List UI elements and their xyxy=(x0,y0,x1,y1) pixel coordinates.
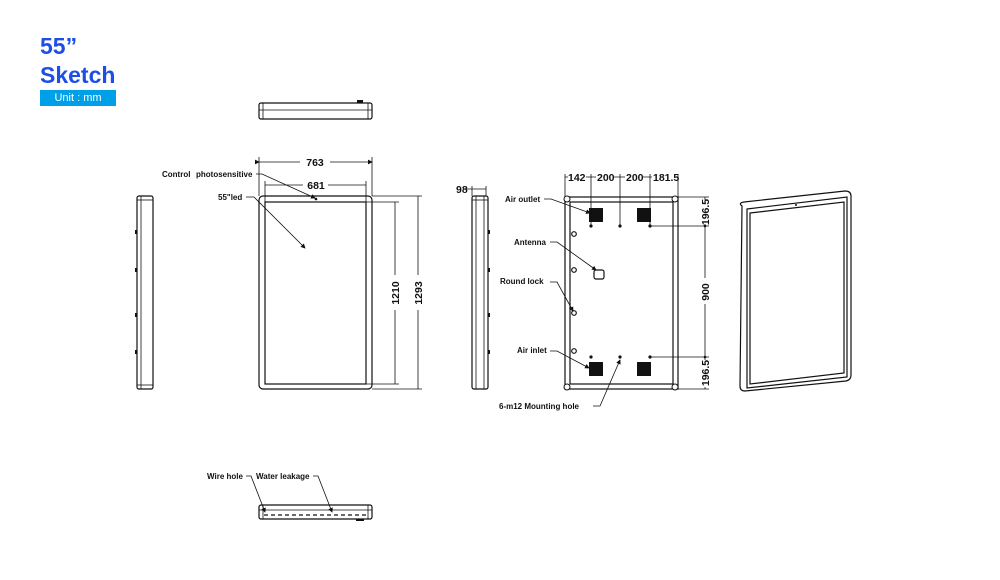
sketch-title: Sketch xyxy=(40,62,116,88)
dim-outer-height: 1293 xyxy=(413,281,425,305)
dim-depth: 98 xyxy=(456,184,468,196)
dim-inner-height: 1210 xyxy=(390,281,402,305)
air-inlet-fan xyxy=(589,362,603,376)
dim-196-5-top: 196.5 xyxy=(700,199,712,225)
label-wire-hole: Wire hole xyxy=(207,472,243,481)
label-air-outlet: Air outlet xyxy=(505,195,540,204)
dim-200-a: 200 xyxy=(597,172,615,184)
label-air-inlet: Air inlet xyxy=(517,346,547,355)
right-side-view: 98 xyxy=(456,184,490,390)
top-view xyxy=(258,100,373,120)
label-photosensitive: photosensitive xyxy=(196,170,253,179)
dim-900: 900 xyxy=(700,283,712,301)
air-outlet-fan xyxy=(589,208,603,222)
left-side-view xyxy=(135,195,154,390)
dim-outer-width: 763 xyxy=(306,157,324,169)
air-outlet-fan xyxy=(637,208,651,222)
dim-181-5: 181.5 xyxy=(653,172,679,184)
label-antenna: Antenna xyxy=(514,238,547,247)
perspective-view xyxy=(739,190,852,392)
label-control: Control xyxy=(162,170,190,179)
label-round-lock: Round lock xyxy=(500,277,544,286)
label-55-led: 55"led xyxy=(218,193,242,202)
dim-196-5-bottom: 196.5 xyxy=(700,360,712,386)
label-mounting-hole: 6-m12 Mounting hole xyxy=(499,402,580,411)
dim-200-b: 200 xyxy=(626,172,644,184)
unit-badge: Unit : mm xyxy=(40,90,116,106)
back-view: 142 200 200 181.5 196.5 900 196.5 Air ou… xyxy=(499,170,713,411)
label-water-leakage: Water leakage xyxy=(256,472,310,481)
dim-inner-width: 681 xyxy=(307,180,325,192)
air-inlet-fan xyxy=(637,362,651,376)
dim-142: 142 xyxy=(568,172,586,184)
screen-size-title: 55” xyxy=(40,33,78,59)
bottom-view: Wire hole Water leakage xyxy=(207,472,373,521)
front-view: 763 681 1210 1293 Control photosensitive… xyxy=(162,157,425,390)
